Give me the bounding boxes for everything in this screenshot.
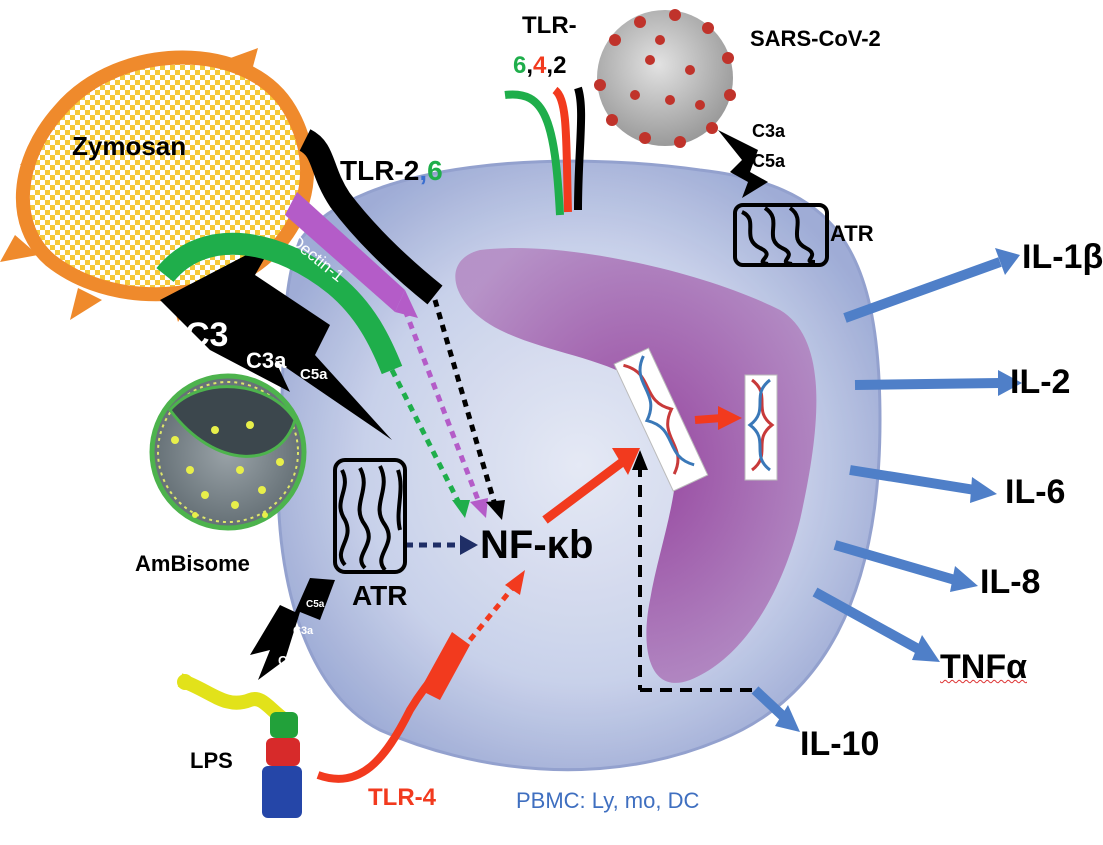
tlr-top-prefix-label: TLR- [522,12,577,39]
c5a-sars-label: C5a [752,151,786,171]
tlr-top-4: 4 [533,52,547,79]
complement-bolt-sars [718,130,768,198]
cytokine-tnfa: TNFα [940,648,1027,686]
virus-particle [594,9,736,148]
zymosan-particle [0,48,318,322]
tlr-top-receptors [504,86,586,216]
tlr-top-comma-1: , [526,52,534,79]
liposome-sphere [149,373,307,531]
tlr-top-6: 6 [513,52,527,79]
complement-bolt-lps [250,578,335,680]
tlr-top-numbers: 6,4,2 [513,54,566,78]
sars-label: SARS-CoV-2 [750,26,881,51]
cytokine-il10: IL-10 [800,725,880,763]
c3a-big-label: C3a [246,348,287,373]
c3a-small-label: C3a [293,625,314,637]
nucleus [455,248,817,683]
c5a-small-label: C5a [306,599,325,610]
tlr26-prefix: TLR-2 [340,155,420,186]
tlr-top-comma-2: , [546,52,554,79]
lps-molecule [177,673,302,818]
tlr2-receptor [298,129,443,305]
pbmc-label: PBMC: Ly, mo, DC [516,788,700,813]
tlr4-label: TLR-4 [368,784,436,811]
atr-left-label: ATR [352,580,408,611]
tlr26-label: TLR-2,6 [340,157,443,185]
nfkb-label: NF-κb [480,523,594,567]
tlr6-receptor [156,232,403,375]
cytokine-il6: IL-6 [1005,473,1066,511]
signal-arrows [389,299,525,642]
atr-right-label: ATR [830,221,874,246]
ambisome-label: AmBisome [135,551,250,576]
cytokine-arrows [751,248,1022,732]
il10-dashed-path [632,450,755,692]
c3-small-label: C3 [278,653,295,668]
receptor-coil-left [333,458,407,574]
tlr-top-2: 2 [553,52,567,79]
dectin-receptor [285,192,418,318]
dna-helix [613,347,778,492]
complement-triangles [160,240,392,440]
receptor-coil-right [733,203,829,267]
cytokine-il8: IL-8 [980,563,1041,601]
cytokine-il1b: IL-1β [1022,238,1103,276]
tlr26-six: 6 [427,155,443,186]
tlr4-receptor [316,632,470,783]
c5a-big-label: C5a [300,366,328,383]
cytokine-il2: IL-2 [1010,363,1071,401]
lps-label: LPS [190,748,233,773]
c3-big-label: C3 [185,316,229,354]
zymosan-label: Zymosan [72,131,187,161]
tlr26-comma: , [419,155,428,186]
c3a-sars-label: C3a [752,121,786,141]
nfkb-to-dna-arrow [542,448,640,524]
